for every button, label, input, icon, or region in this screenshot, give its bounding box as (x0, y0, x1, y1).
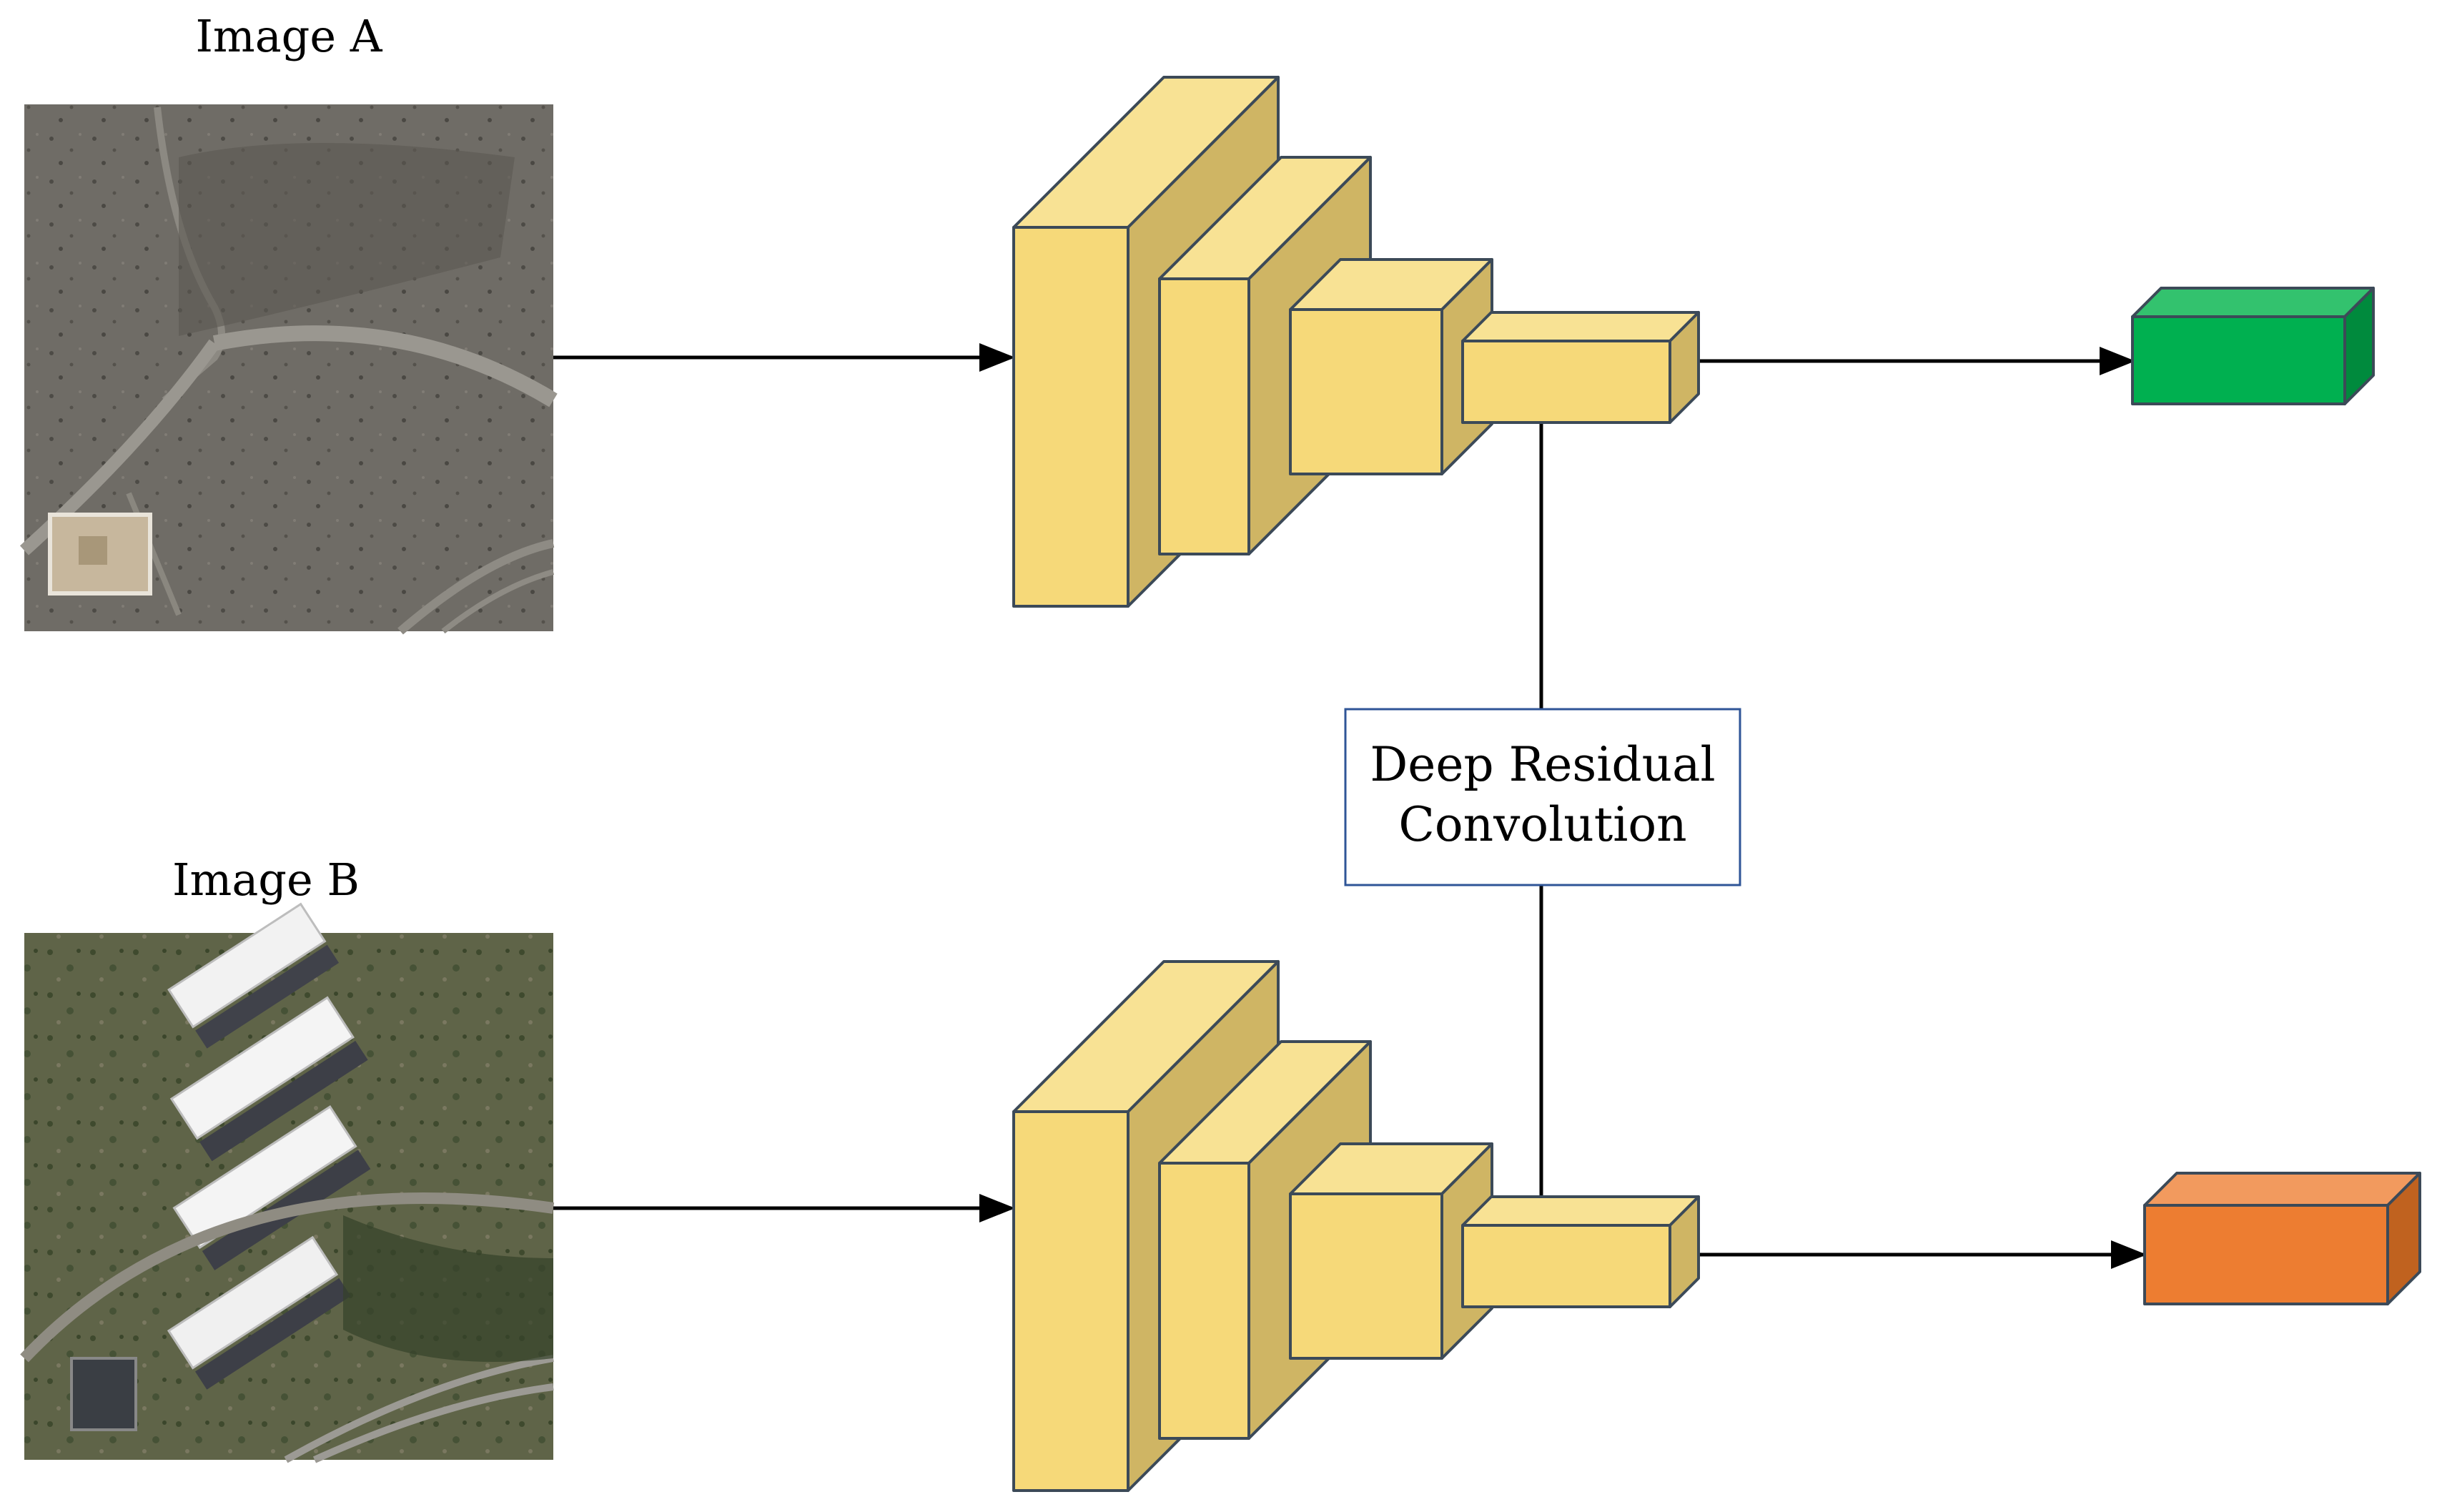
encoder-bottom (1012, 960, 1700, 1492)
image-a-label: Image A (195, 10, 382, 62)
image-b-aerial-photo (20, 902, 555, 1463)
output-b-block-top-face (2143, 1172, 2421, 1207)
encoder-top-layer-4-top-face (1461, 311, 1700, 342)
encoder-bottom-layer-1-front-face (1012, 1110, 1129, 1492)
encoder-top (1012, 76, 1700, 608)
encoder-bottom-layer-4-top-face (1461, 1195, 1700, 1227)
image-b-label: Image B (172, 854, 360, 906)
output-a-block-front-face (2131, 315, 2346, 405)
encoder-top-layer-2-front-face (1158, 277, 1250, 555)
image-a-aerial-photo (19, 104, 558, 635)
encoder-bottom-layer-2-front-face (1158, 1162, 1250, 1440)
output-b-block-front-face (2143, 1204, 2389, 1305)
output-feature-a (2131, 287, 2375, 405)
deep-residual-convolution-module: Deep Residual Convolution (1344, 708, 1741, 886)
output-feature-b (2143, 1172, 2421, 1305)
encoder-top-layer-4-front-face (1461, 340, 1671, 424)
encoder-bottom-layer-4-front-face (1461, 1224, 1671, 1308)
module-label-line1: Deep Residual (1370, 737, 1715, 792)
encoder-bottom-layer-3-front-face (1289, 1192, 1443, 1360)
module-label-line2: Convolution (1398, 797, 1686, 852)
encoder-top-layer-3-front-face (1289, 308, 1443, 475)
encoder-top-layer-1-front-face (1012, 226, 1129, 608)
output-a-block-top-face (2131, 287, 2375, 318)
module-box (1344, 708, 1741, 886)
